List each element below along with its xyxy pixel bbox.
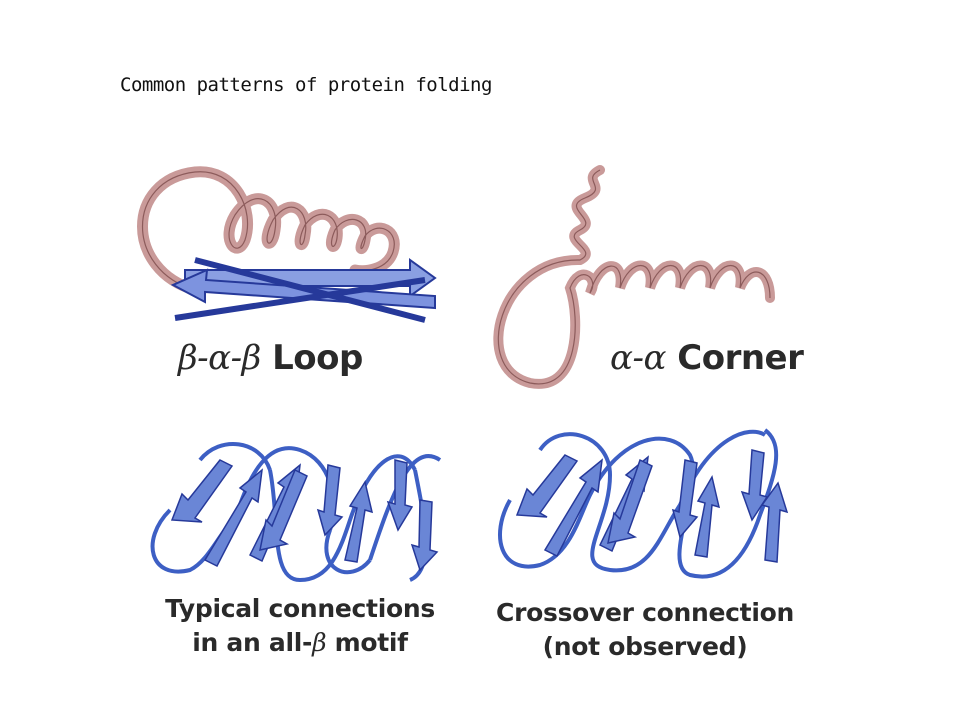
beta-strand-arrow (607, 458, 653, 544)
beta-strand-arrow (760, 481, 789, 563)
caption-line-2: in an all-β motif (150, 626, 450, 660)
beta-strand-group (170, 459, 439, 572)
slide-title: Common patterns of protein folding (120, 74, 492, 96)
crossing-strand (194, 257, 426, 323)
beta-strand-group (515, 449, 789, 563)
alpha-alpha-corner-diagram (493, 165, 775, 389)
alpha-helix-edge (141, 171, 395, 291)
caption-greek: β-α-β (178, 338, 261, 378)
caption-word: Loop (272, 338, 363, 378)
loop-connector (198, 442, 428, 583)
crossover-caption: Crossover connection (not observed) (480, 596, 810, 664)
beta-strand-arrow (203, 468, 263, 568)
caption-line-2: (not observed) (542, 632, 748, 661)
beta-strand-arrow (259, 468, 308, 551)
beta-strand-arrow (740, 449, 769, 522)
beta-strand-arrow (410, 499, 439, 572)
beta-strand-arrow (694, 474, 721, 558)
beta-strand-arrow (316, 464, 344, 537)
all-beta-motif-diagram (150, 442, 442, 583)
beta-alpha-beta-caption: β-α-β Loop (178, 338, 363, 378)
beta-strand-arrow (170, 459, 234, 523)
beta-alpha-beta-loop-diagram (137, 166, 437, 323)
caption-word: Corner (677, 338, 804, 378)
alpha-alpha-caption: α-α Corner (610, 338, 804, 378)
beta-strand-arrow (543, 458, 603, 558)
all-beta-caption: Typical connections in an all-β motif (150, 592, 450, 660)
loop-connector (150, 446, 442, 575)
caption-text: in an all- (192, 628, 313, 657)
beta-strand-arrow (671, 459, 699, 539)
beta-strand-arrow (386, 459, 414, 532)
caption-line-1: Crossover connection (496, 598, 794, 627)
caption-greek: β (312, 628, 327, 657)
caption-greek: α-α (610, 338, 666, 378)
crossover-connection-diagram (498, 428, 789, 579)
caption-line-1: Typical connections (165, 594, 435, 623)
alpha-helix-edge (497, 169, 771, 385)
beta-strand-arrow (344, 480, 374, 563)
crossing-strand (174, 277, 426, 321)
beta-strand-arrow (515, 454, 579, 518)
caption-text: motif (334, 628, 408, 657)
